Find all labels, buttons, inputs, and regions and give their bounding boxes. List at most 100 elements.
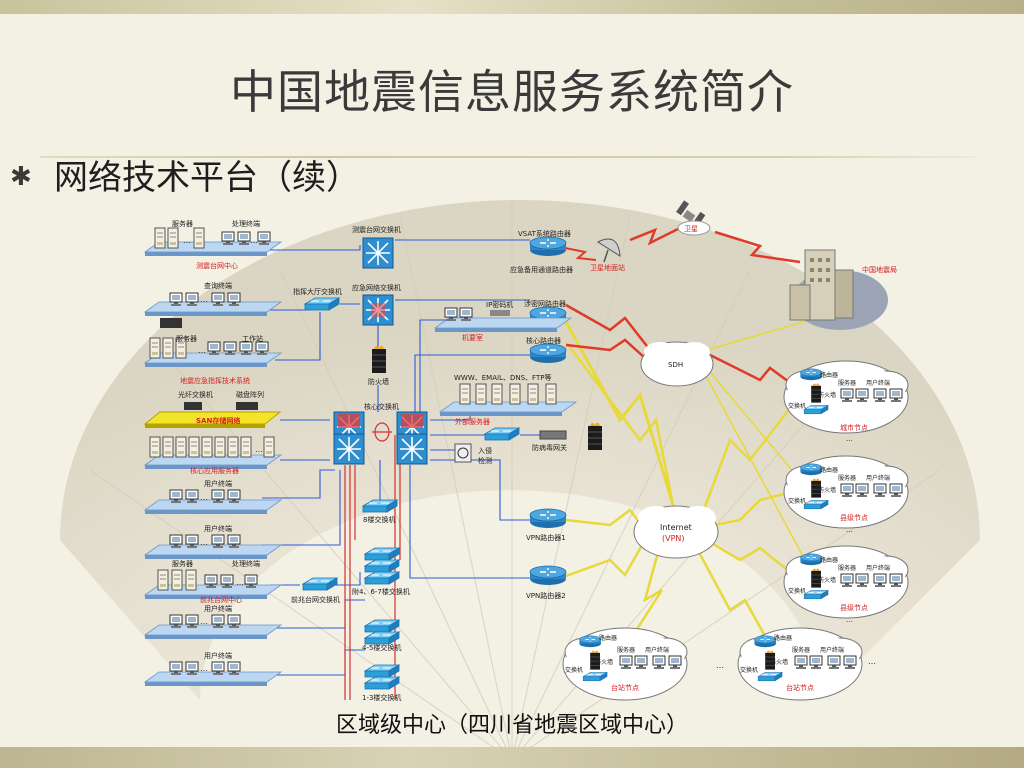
sdh-cloud: SDH [640, 341, 714, 387]
diagram-caption: 区域级中心（四川省地震区域中心） [335, 713, 688, 738]
svg-text:入侵: 入侵 [478, 446, 492, 455]
svg-text:VPN路由器1: VPN路由器1 [526, 533, 566, 542]
internet-vpn-cloud: Internet (VPN) [633, 505, 719, 559]
svg-text:检测: 检测 [478, 456, 492, 465]
group-user-terminals-4: … 用户终端 [144, 651, 282, 687]
svg-text:应急备用通道路由器: 应急备用通道路由器 [510, 265, 573, 274]
label-user-terminal-1: 用户终端 [204, 479, 232, 488]
svg-text:防火墙: 防火墙 [818, 486, 836, 494]
label-user-terminal-2: 用户终端 [204, 524, 232, 533]
wan-links [564, 226, 811, 646]
emergency-network-switch: 应急网络交换机 [352, 283, 401, 326]
core-switch: 核心交换机 [333, 402, 428, 465]
label-workstation: 工作站 [242, 334, 263, 343]
firewall-central: 防火墙 [368, 345, 389, 386]
svg-text:交换机: 交换机 [565, 666, 583, 674]
svg-text:服务器: 服务器 [792, 646, 810, 654]
vpn-router-2: VPN路由器2 [526, 565, 567, 600]
svg-text:核心路由器: 核心路由器 [526, 336, 561, 345]
svg-text:交换机: 交换机 [788, 402, 806, 410]
label-servers-2: 服务器 [176, 334, 197, 343]
station-ellipsis: … [716, 661, 724, 670]
svg-text:测震台网交换机: 测震台网交换机 [352, 225, 401, 234]
city-node: 路由器 服务器 用户终端 防火墙 交换机 城市节点 … [783, 360, 909, 443]
svg-text:卫星: 卫星 [684, 225, 698, 233]
svg-text:VPN路由器2: VPN路由器2 [526, 591, 566, 600]
svg-text:…: … [198, 346, 206, 355]
station-ellipsis-2: … [868, 657, 876, 666]
server-rack-icon [160, 318, 182, 328]
svg-text:涉密网路由器: 涉密网路由器 [524, 299, 566, 308]
satellite-dish: 卫星地面站 [590, 238, 625, 272]
intrusion-detection: 入侵 检测 [454, 443, 492, 465]
label-servers: 服务器 [172, 219, 193, 228]
svg-text:路由器: 路由器 [599, 634, 617, 642]
label-user-terminal-4: 用户终端 [204, 651, 232, 660]
svg-text:用户终端: 用户终端 [866, 564, 890, 572]
svg-text:卫星地面站: 卫星地面站 [590, 263, 625, 272]
svg-text:IP密码机: IP密码机 [486, 300, 513, 309]
svg-text:防病毒网关: 防病毒网关 [532, 443, 567, 452]
svg-text:前兆台网交换机: 前兆台网交换机 [291, 595, 340, 604]
svg-text:县级节点: 县级节点 [840, 603, 868, 612]
group-san: 光纤交换机 磁盘阵列 SAN存储网络 [143, 390, 282, 428]
label-san: SAN存储网络 [196, 416, 240, 425]
svg-text:路由器: 路由器 [820, 466, 838, 474]
svg-text:WWW、EMAIL、DNS、FTP等: WWW、EMAIL、DNS、FTP等 [454, 373, 551, 382]
title-underline [40, 156, 976, 158]
seismic-network-switch: 测震台网交换机 [352, 225, 401, 269]
svg-text:…: … [846, 435, 853, 443]
svg-text:…: … [200, 617, 208, 626]
svg-text:城市节点: 城市节点 [840, 423, 868, 432]
county-node-2: 路由器 服务器 用户终端 防火墙 交换机 县级节点 … [783, 545, 909, 624]
group-user-terminals-3: … 用户终端 [144, 604, 282, 640]
floor8-switch: 8楼交换机 [362, 499, 398, 524]
svg-text:Internet: Internet [660, 523, 692, 532]
svg-text:核心交换机: 核心交换机 [364, 402, 399, 411]
precursor-switch: 前兆台网交换机 [291, 577, 340, 604]
group-core-app-servers: … 核心应用服务器 [144, 436, 282, 475]
svg-text:附4、6-7楼交换机: 附4、6-7楼交换机 [352, 587, 410, 596]
svg-text:防火墙: 防火墙 [770, 658, 788, 666]
group-query-terminals: … 查询终端 [144, 281, 282, 317]
group-emergency-command: … 服务器 工作站 地震应急指挥技术系统 [144, 318, 282, 385]
label-emergency-command-system: 地震应急指挥技术系统 [180, 376, 250, 385]
command-hall-switch: 指挥大厅交换机 [293, 287, 342, 311]
svg-text:4-5楼交换机: 4-5楼交换机 [362, 643, 401, 652]
svg-text:…: … [250, 236, 258, 245]
svg-text:防火墙: 防火墙 [818, 576, 836, 584]
svg-text:用户终端: 用户终端 [866, 379, 890, 387]
svg-text:…: … [200, 664, 208, 673]
svg-text:路由器: 路由器 [820, 371, 838, 379]
svg-text:VSAT系统路由器: VSAT系统路由器 [518, 229, 571, 238]
antivirus-gateway: 防病毒网关 [532, 430, 567, 452]
svg-text:路由器: 路由器 [774, 634, 792, 642]
svg-text:…: … [183, 236, 191, 245]
group-user-terminals-2: … 用户终端 [144, 524, 282, 560]
label-query-terminal: 查询终端 [204, 281, 232, 290]
svg-text:指挥大厅交换机: 指挥大厅交换机 [293, 287, 342, 296]
floor467-switch: 附4、6-7楼交换机 [352, 547, 410, 596]
label-core-app-servers: 核心应用服务器 [190, 466, 239, 475]
crypto-room: IP密码机 机要室 [434, 300, 572, 342]
svg-text:服务器: 服务器 [838, 379, 856, 387]
subtitle: 网络技术平台（续） [54, 158, 360, 198]
svg-text:外部服务器: 外部服务器 [455, 417, 490, 426]
svg-text:…: … [846, 616, 853, 624]
label-precursor-center: 前兆台网中心 [200, 595, 242, 604]
top-band [0, 0, 1024, 14]
svg-text:(VPN): (VPN) [662, 534, 685, 543]
svg-text:用户终端: 用户终端 [820, 646, 844, 654]
vsat-router: VSAT系统路由器 应急备用通道路由器 [510, 229, 573, 274]
group-user-terminals-1: … 用户终端 [144, 479, 282, 515]
group-precursor-network-center: … 服务器 处理终端 前兆台网中心 [144, 559, 282, 604]
group-seismic-network-center: … … 服务器 处理终端 测震台网中心 [144, 219, 282, 270]
svg-text:服务器: 服务器 [838, 474, 856, 482]
svg-text:台站节点: 台站节点 [611, 683, 639, 692]
svg-text:路由器: 路由器 [820, 556, 838, 564]
svg-text:防火墙: 防火墙 [368, 377, 389, 386]
station-node-1: 路由器 服务器 用户终端 防火墙 交换机 台站节点 [562, 627, 688, 701]
floor13-switch: 1-3楼交换机 [362, 664, 401, 702]
svg-text:台站节点: 台站节点 [786, 683, 814, 692]
